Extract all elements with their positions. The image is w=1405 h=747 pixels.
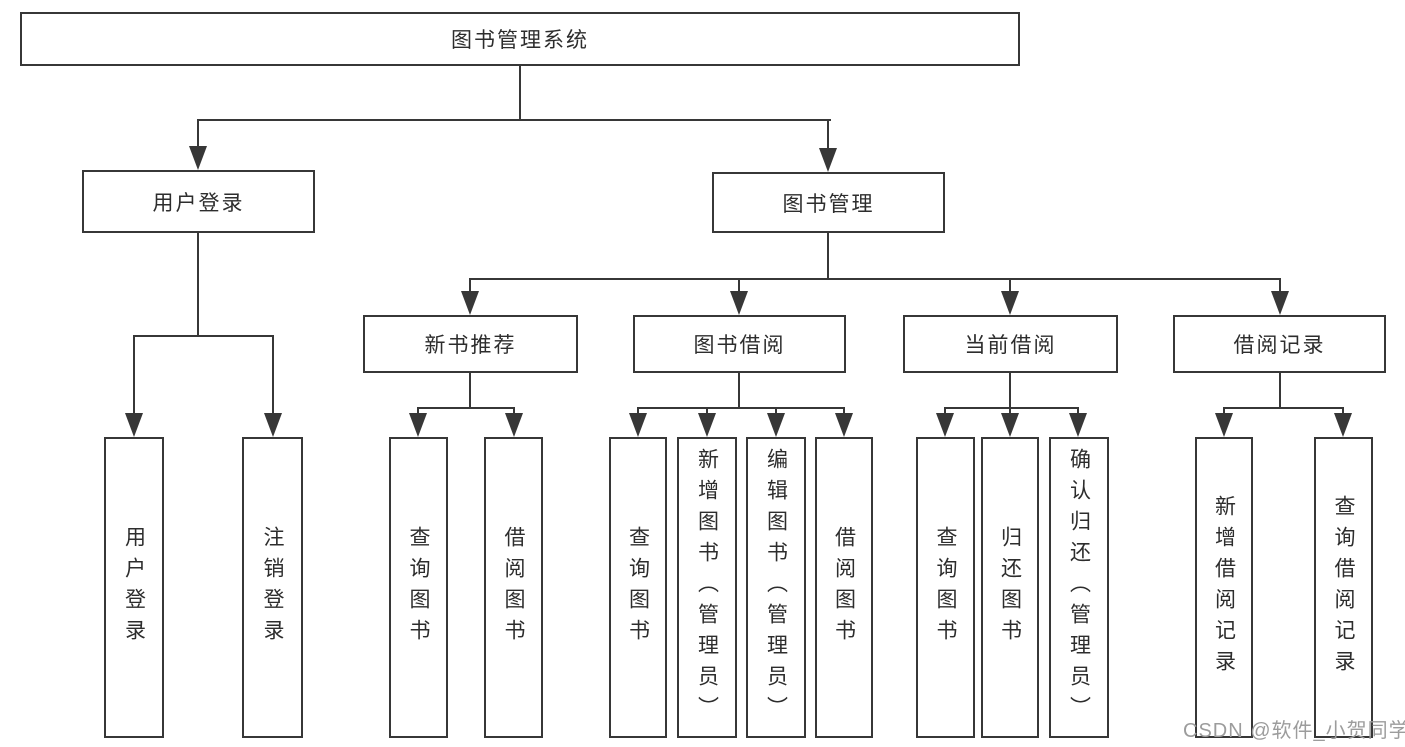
- node-borrowing-records-label: 借阅记录: [1233, 334, 1326, 357]
- node-user-login-branch-label: 用户登录: [152, 191, 245, 215]
- connector-line: [637, 407, 639, 417]
- arrowhead-down-icon: [629, 413, 647, 437]
- watermark: CSDN @软件_小贺同学: [1183, 720, 1405, 742]
- leaf-query-books-recommend-label: 查询图书: [407, 525, 431, 650]
- node-book-management: 图书管理: [712, 172, 945, 233]
- leaf-return-books-label: 归还图书: [998, 525, 1022, 650]
- leaf-user-login: 用户登录: [104, 437, 164, 738]
- node-book-borrowing: 图书借阅: [633, 315, 846, 373]
- connector-line: [1009, 278, 1011, 294]
- connector-line: [1009, 373, 1011, 409]
- connector-line: [513, 407, 515, 417]
- leaf-user-login-label: 用户登录: [122, 525, 146, 650]
- leaf-query-books-current: 查询图书: [916, 437, 975, 738]
- arrowhead-down-icon: [936, 413, 954, 437]
- connector-line: [944, 407, 1079, 409]
- arrowhead-down-icon: [189, 146, 207, 170]
- node-new-book-recommend-label: 新书推荐: [424, 334, 517, 357]
- connector-line: [272, 335, 274, 415]
- connector-line: [1342, 407, 1344, 417]
- node-borrowing-records: 借阅记录: [1173, 315, 1386, 373]
- node-current-borrowing: 当前借阅: [903, 315, 1118, 373]
- connector-line: [1223, 407, 1225, 417]
- leaf-add-borrow-record-label: 新增借阅记录: [1212, 494, 1236, 681]
- connector-line: [738, 278, 740, 294]
- leaf-add-borrow-record: 新增借阅记录: [1195, 437, 1253, 738]
- node-root-label: 图书管理系统: [451, 29, 589, 52]
- connector-line: [1077, 407, 1079, 417]
- connector-line: [1009, 407, 1011, 417]
- arrowhead-down-icon: [835, 413, 853, 437]
- connector-line: [1279, 373, 1281, 409]
- connector-line: [827, 119, 829, 150]
- arrowhead-down-icon: [1334, 413, 1352, 437]
- connector-line: [1279, 278, 1281, 294]
- connector-line: [944, 407, 946, 417]
- connector-line: [1223, 407, 1344, 409]
- node-new-book-recommend: 新书推荐: [363, 315, 578, 373]
- connector-line: [738, 373, 740, 409]
- leaf-add-books-admin-label: 新增图书（管理员）: [695, 448, 719, 727]
- connector-line: [133, 335, 135, 415]
- node-root: 图书管理系统: [20, 12, 1020, 66]
- connector-line: [843, 407, 845, 417]
- leaf-return-books: 归还图书: [981, 437, 1039, 738]
- connector-line: [469, 278, 471, 294]
- leaf-borrow-books-borrowing-label: 借阅图书: [832, 525, 856, 650]
- connector-line: [519, 66, 521, 121]
- arrowhead-down-icon: [698, 413, 716, 437]
- leaf-query-books-current-label: 查询图书: [934, 525, 958, 650]
- leaf-query-borrow-record: 查询借阅记录: [1314, 437, 1373, 738]
- arrowhead-down-icon: [505, 413, 523, 437]
- connector-line: [197, 119, 831, 121]
- leaf-edit-books-admin: 编辑图书（管理员）: [746, 437, 806, 738]
- arrowhead-down-icon: [1271, 291, 1289, 315]
- node-book-borrowing-label: 图书借阅: [693, 334, 786, 357]
- connector-line: [706, 407, 708, 417]
- leaf-logout: 注销登录: [242, 437, 303, 738]
- connector-line: [469, 278, 1281, 280]
- leaf-add-books-admin: 新增图书（管理员）: [677, 437, 737, 738]
- arrowhead-down-icon: [767, 413, 785, 437]
- leaf-borrow-books-recommend-label: 借阅图书: [502, 525, 526, 650]
- connector-line: [417, 407, 515, 409]
- arrowhead-down-icon: [1215, 413, 1233, 437]
- leaf-query-books-recommend: 查询图书: [389, 437, 448, 738]
- connector-line: [469, 373, 471, 409]
- connector-line: [637, 407, 845, 409]
- node-book-management-label: 图书管理: [782, 192, 875, 216]
- connector-line: [197, 233, 199, 337]
- leaf-borrow-books-borrowing: 借阅图书: [815, 437, 873, 738]
- leaf-confirm-return-admin: 确认归还（管理员）: [1049, 437, 1109, 738]
- leaf-query-borrow-record-label: 查询借阅记录: [1332, 494, 1356, 681]
- connector-line: [133, 335, 274, 337]
- arrowhead-down-icon: [264, 413, 282, 437]
- leaf-confirm-return-admin-label: 确认归还（管理员）: [1067, 448, 1091, 727]
- connector-line: [775, 407, 777, 417]
- connector-line: [197, 119, 199, 148]
- connector-line: [417, 407, 419, 417]
- node-current-borrowing-label: 当前借阅: [964, 334, 1057, 357]
- leaf-logout-label: 注销登录: [261, 525, 285, 650]
- leaf-edit-books-admin-label: 编辑图书（管理员）: [764, 448, 788, 727]
- arrowhead-down-icon: [730, 291, 748, 315]
- arrowhead-down-icon: [819, 148, 837, 172]
- node-user-login-branch: 用户登录: [82, 170, 315, 233]
- leaf-borrow-books-recommend: 借阅图书: [484, 437, 543, 738]
- leaf-query-books-borrowing: 查询图书: [609, 437, 667, 738]
- connector-line: [827, 233, 829, 280]
- arrowhead-down-icon: [1069, 413, 1087, 437]
- arrowhead-down-icon: [409, 413, 427, 437]
- arrowhead-down-icon: [125, 413, 143, 437]
- arrowhead-down-icon: [1001, 291, 1019, 315]
- arrowhead-down-icon: [461, 291, 479, 315]
- arrowhead-down-icon: [1001, 413, 1019, 437]
- leaf-query-books-borrowing-label: 查询图书: [626, 525, 650, 650]
